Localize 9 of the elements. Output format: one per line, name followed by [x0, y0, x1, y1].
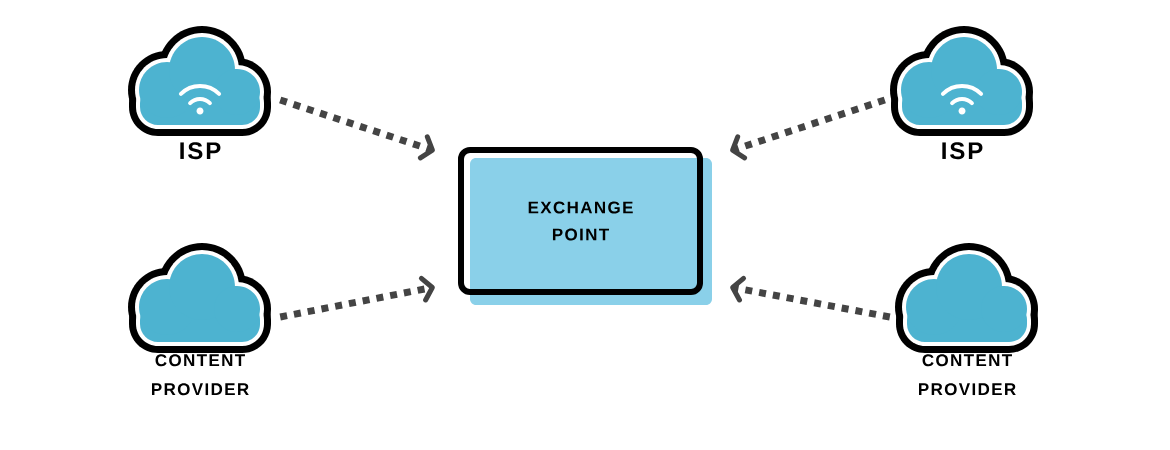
cloud-label: CONTENT PROVIDER — [152, 354, 249, 396]
cloud-label: ISP — [180, 142, 221, 160]
arrow — [279, 275, 435, 321]
cloud-label: CONTENT PROVIDER — [919, 354, 1016, 396]
arrow — [730, 96, 886, 161]
arrow — [279, 96, 435, 161]
exchange-box: EXCHANGE POINT — [458, 147, 712, 305]
arrow — [730, 275, 891, 321]
cloud-label: ISP — [942, 142, 983, 160]
